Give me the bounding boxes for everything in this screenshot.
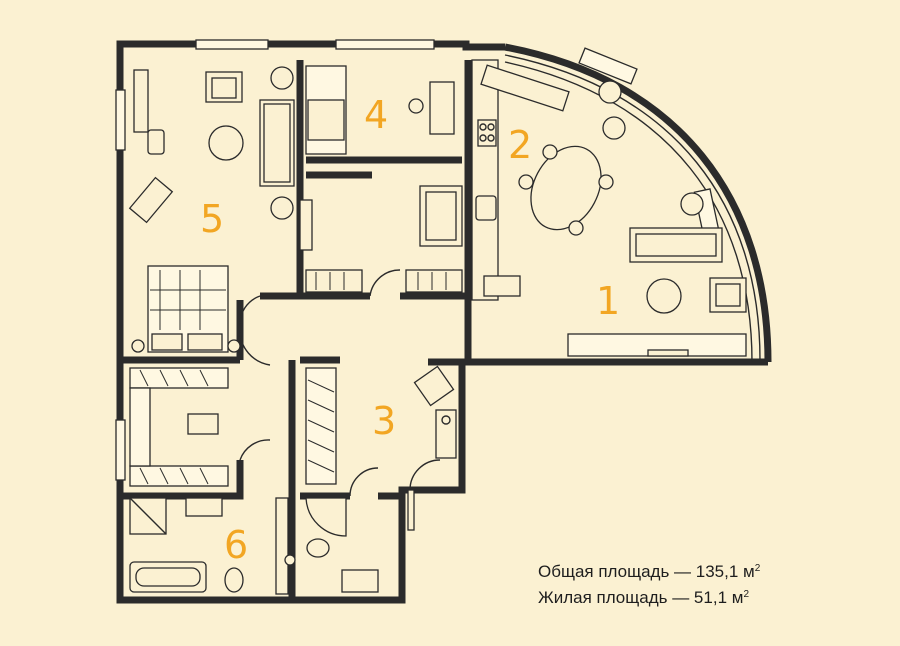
room-5-furniture — [128, 66, 295, 353]
room-2-kitchen — [471, 59, 626, 301]
room-label-2: 2 — [508, 123, 533, 167]
wardrobe-room — [129, 367, 229, 487]
room-label-6: 6 — [224, 523, 249, 567]
room-1-furniture — [567, 80, 747, 357]
living-area-power: 2 — [743, 589, 749, 600]
room-3-furniture — [305, 365, 457, 485]
outer-walls — [116, 40, 772, 604]
room-label-5: 5 — [200, 197, 225, 241]
room-label-3: 3 — [372, 399, 397, 443]
room-label-4: 4 — [364, 93, 389, 137]
total-area-label: Общая площадь — 135,1 м — [538, 562, 755, 581]
wc — [305, 497, 379, 593]
total-area-text: Общая площадь — 135,1 м2 — [538, 562, 760, 582]
room-4-furniture — [305, 65, 463, 293]
room-label-1: 1 — [596, 279, 621, 323]
living-area-text: Жилая площадь — 51,1 м2 — [538, 588, 749, 608]
total-area-power: 2 — [754, 563, 761, 574]
room-6-bathroom — [129, 497, 296, 595]
living-area-label: Жилая площадь — 51,1 м — [538, 588, 744, 607]
doors — [239, 199, 441, 531]
